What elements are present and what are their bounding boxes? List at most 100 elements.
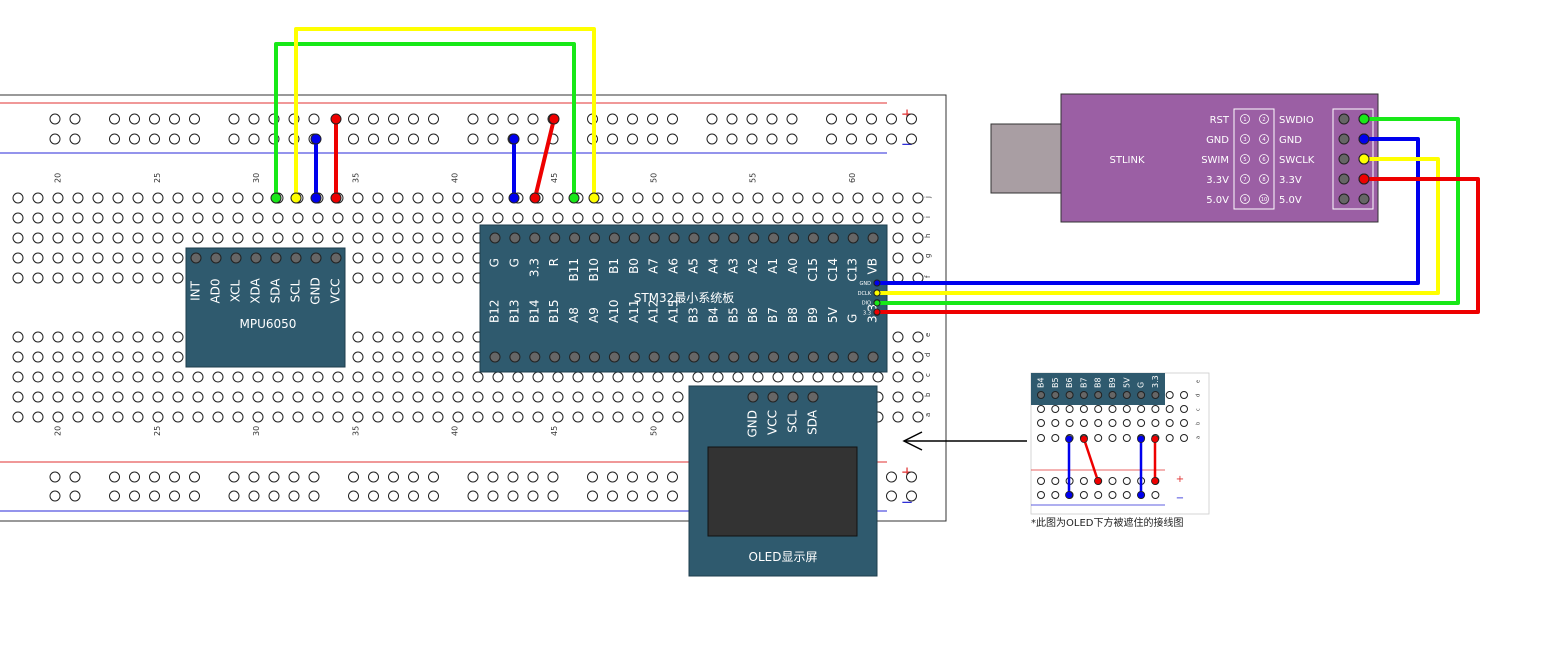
inset-hole	[1165, 434, 1174, 442]
breadboard-hole	[92, 371, 104, 383]
inset-rail-plus-label: +	[1176, 474, 1184, 485]
mpu6050-pin-label: SDA	[269, 278, 283, 304]
rail-hole	[547, 471, 559, 483]
breadboard-hole	[732, 212, 744, 224]
stm32-top-pin	[748, 232, 760, 244]
rail-hole	[388, 113, 399, 125]
breadboard-hole	[332, 232, 344, 244]
stlink-pin-number-ring	[1240, 154, 1250, 164]
stm32-pcb	[479, 224, 888, 373]
stm32-top-pin-label: B11	[567, 258, 581, 282]
breadboard-hole	[32, 331, 44, 343]
breadboard-hole	[32, 391, 44, 403]
breadboard-hole	[272, 212, 284, 224]
breadboard-hole	[652, 192, 664, 204]
inset-pin-label: G	[1137, 382, 1146, 388]
rail-hole	[248, 113, 260, 125]
inset-hole	[1137, 405, 1146, 413]
row-letter: f	[924, 275, 932, 278]
breadboard-hole	[632, 212, 644, 224]
stlink-pin-labels: RSTGNDSWIM3.3V5.0VSWDIOGNDSWCLK3.3V5.0V1…	[1201, 114, 1315, 206]
breadboard-hole	[152, 192, 164, 204]
column-number: 20	[54, 426, 63, 436]
rail-hole	[547, 490, 559, 502]
stlink-pin-number: 5	[1243, 157, 1246, 163]
mpu6050-pin-label: INT	[189, 280, 203, 301]
inset-pin	[1079, 391, 1088, 399]
breadboard-hole	[832, 192, 844, 204]
wire-green-swd-dio	[875, 117, 1460, 305]
breadboard-hole	[352, 331, 364, 343]
breadboard-hole	[152, 411, 164, 423]
stm32-top-pin-label: C14	[826, 258, 840, 282]
breadboard-hole	[372, 232, 384, 244]
stm32-bottom-pin-label: B8	[786, 307, 800, 323]
inset-row-letter: a	[1196, 436, 1202, 439]
rail-hole	[607, 471, 618, 483]
breadboard-hole	[672, 371, 684, 383]
stlink-right-label: 3.3V	[1279, 175, 1302, 186]
rail-hole	[288, 490, 300, 502]
breadboard-hole	[212, 371, 224, 383]
rail-hole	[129, 490, 140, 502]
breadboard-hole	[52, 192, 64, 204]
breadboard-hole	[612, 212, 624, 224]
breadboard-hole	[432, 331, 444, 343]
stm32-bottom-pin	[748, 351, 760, 363]
breadboard-hole	[252, 192, 264, 204]
breadboard-hole	[452, 252, 464, 264]
breadboard-hole	[892, 331, 904, 343]
inset-rail-hole	[1079, 491, 1088, 499]
stm32-bottom-pin-label: B3	[687, 307, 701, 323]
inset-pin-label: 5V	[1122, 377, 1131, 388]
breadboard-hole	[112, 371, 124, 383]
breadboard-hole	[652, 411, 664, 423]
wire-end	[588, 192, 600, 204]
breadboard-hole	[352, 232, 364, 244]
stm32-swd-pin-label: GND	[860, 281, 872, 287]
rail-hole	[886, 133, 897, 145]
stm32-top-pin-label: A0	[786, 258, 800, 274]
inset-rail-hole	[1151, 491, 1160, 499]
stm32-bottom-pin	[489, 351, 501, 363]
stm32-top-pin-label: A4	[706, 258, 720, 274]
breadboard-hole	[392, 232, 404, 244]
breadboard-hole	[112, 411, 124, 423]
breadboard-hole	[452, 411, 464, 423]
breadboard-hole	[912, 391, 924, 403]
inset-pin-label: B4	[1037, 377, 1046, 388]
rail-hole	[228, 490, 240, 502]
breadboard-hole	[352, 351, 364, 363]
inset-hole	[1165, 419, 1174, 427]
rail-hole	[388, 471, 399, 483]
breadboard-hole	[72, 371, 84, 383]
breadboard-hole	[792, 371, 804, 383]
breadboard-hole	[392, 351, 404, 363]
column-number: 35	[351, 173, 360, 183]
rail-hole	[667, 133, 678, 145]
stm32-top-pin	[728, 232, 740, 244]
stlink-right-label: SWCLK	[1279, 155, 1315, 166]
inset-pin	[1037, 391, 1045, 399]
breadboard-hole	[392, 411, 404, 423]
wire-end	[568, 192, 580, 204]
breadboard-hole	[212, 212, 224, 224]
rail-hole	[507, 471, 519, 483]
wire-yellow-scl-b10	[294, 27, 596, 200]
breadboard-hole	[192, 411, 204, 423]
wire-end	[310, 192, 322, 204]
breadboard-hole	[412, 212, 424, 224]
rail-hole	[69, 490, 81, 502]
breadboard-hole	[252, 371, 264, 383]
inset-hole	[1079, 405, 1088, 413]
rail-hole	[228, 471, 240, 483]
rail-hole	[248, 490, 260, 502]
row-letter: j	[924, 196, 932, 199]
breadboard-hole	[592, 371, 604, 383]
stm32-bottom-pin-label: A11	[627, 300, 641, 323]
breadboard-hole	[372, 371, 384, 383]
breadboard-hole	[552, 192, 564, 204]
rail-hole	[746, 133, 758, 145]
rail-hole	[268, 471, 280, 483]
